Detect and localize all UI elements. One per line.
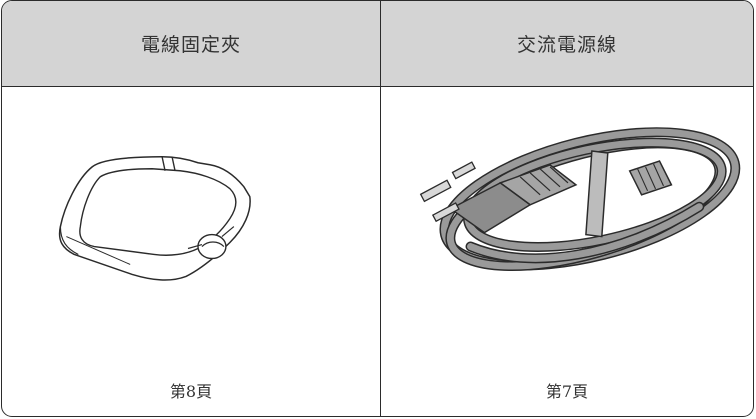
header-ac-power-cord: 交流電源線 — [381, 1, 753, 87]
cable-clamp-icon — [58, 156, 251, 281]
header-label-cable-clamp: 電線固定夾 — [140, 34, 241, 56]
header-cable-clamp: 電線固定夾 — [2, 1, 381, 87]
cable-clamp-cell: 第8頁 — [2, 87, 381, 416]
power-cord-icon — [419, 127, 741, 272]
page-ref-ac-power-cord: 第7頁 — [545, 382, 589, 401]
header-label-ac-power-cord: 交流電源線 — [516, 34, 617, 56]
page-ref-cable-clamp: 第8頁 — [169, 382, 213, 401]
ac-power-cord-cell: 第7頁 — [381, 87, 753, 416]
